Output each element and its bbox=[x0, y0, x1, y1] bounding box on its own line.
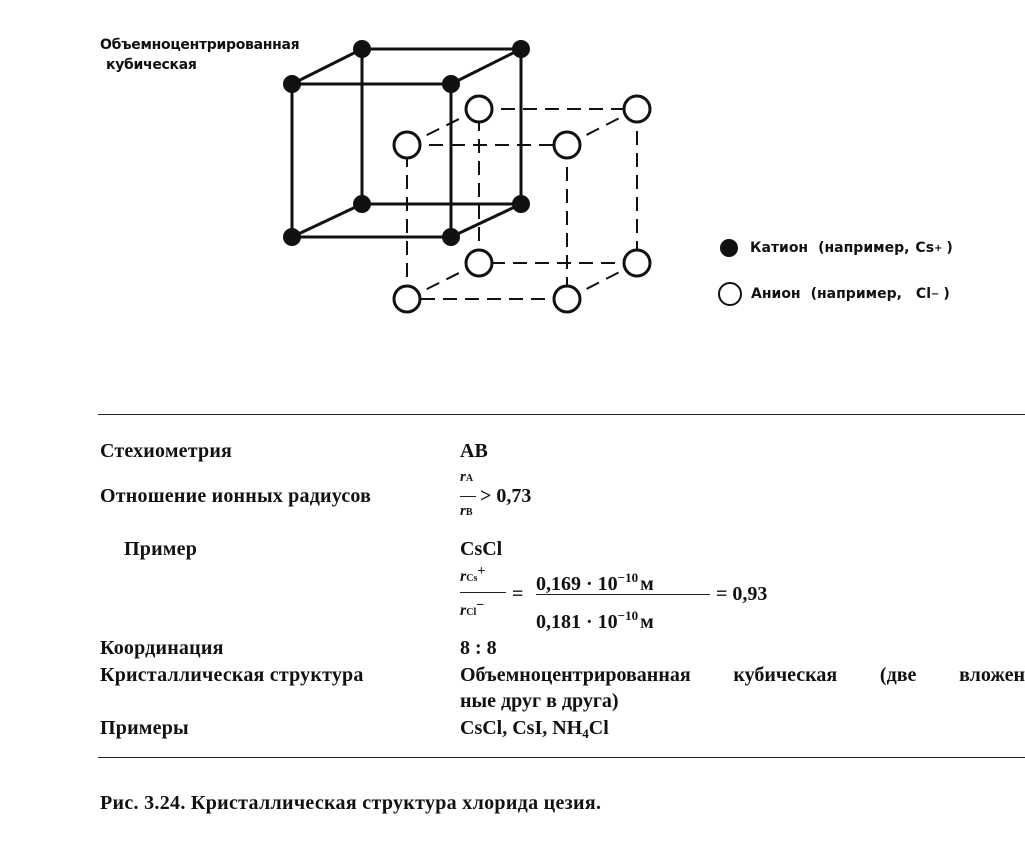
legend-anion-ion: Cl bbox=[915, 286, 931, 302]
anion-atom bbox=[392, 130, 422, 160]
rcl-subscript: Cl bbox=[466, 607, 477, 618]
anion-atom bbox=[392, 284, 422, 314]
coordination-value: 8 : 8 bbox=[460, 637, 497, 659]
ra-symbol: r bbox=[460, 469, 466, 485]
coordination-label: Координация bbox=[100, 637, 224, 659]
cation-marker-icon bbox=[720, 239, 738, 257]
stoichiometry-label: Стехиометрия bbox=[100, 440, 233, 462]
example-label: Пример bbox=[124, 538, 198, 560]
cation-atom bbox=[512, 195, 530, 213]
legend-anion: Анион (например, Cl− ) bbox=[718, 280, 950, 308]
crystal-structure-label: Кристаллическая структура bbox=[100, 664, 364, 686]
cl-radius-exp: −10 bbox=[617, 608, 639, 623]
rb-subscript: B bbox=[465, 507, 473, 518]
cation-atoms bbox=[283, 40, 530, 246]
cs-radius-main: 0,169 · 10 bbox=[536, 573, 618, 595]
cation-atom bbox=[512, 40, 530, 58]
cs-radius-exp: −10 bbox=[617, 570, 639, 585]
anion-atom bbox=[622, 248, 652, 278]
cl-radius-main: 0,181 · 10 bbox=[536, 611, 618, 633]
cation-atom bbox=[283, 75, 301, 93]
legend-cation-close: ) bbox=[946, 240, 953, 256]
anion-atom bbox=[464, 94, 494, 124]
cation-atom bbox=[353, 195, 371, 213]
rcs-superscript: + bbox=[477, 564, 486, 579]
cation-atom bbox=[283, 228, 301, 246]
cation-cube-edges bbox=[290, 47, 523, 239]
crystal-structure-diagram bbox=[283, 40, 652, 314]
crystal-structure-line1: Объемноцентрированная кубическая (две вл… bbox=[460, 663, 1025, 687]
examples-value: CsCl, CsI, NH4Cl bbox=[460, 716, 609, 746]
anion-marker-icon bbox=[718, 282, 742, 306]
anion-atom bbox=[552, 284, 582, 314]
legend-anion-label: Анион bbox=[751, 286, 801, 302]
ra-subscript: A bbox=[465, 473, 474, 484]
radius-ratio-label: Отношение ионных радиусов bbox=[100, 485, 372, 507]
crystal-word-3: (две bbox=[879, 664, 917, 686]
rcs-subscript: Cs bbox=[466, 573, 478, 584]
cl-radius-unit: м bbox=[640, 611, 654, 633]
radius-ratio-relation: > 0,73 bbox=[480, 485, 532, 507]
rb-symbol: r bbox=[460, 503, 466, 519]
structure-label-line2: кубическая bbox=[106, 57, 197, 73]
examples-subscript: 4 bbox=[582, 726, 589, 741]
radius-ratio-formula: rA rB > 0,73 bbox=[460, 468, 580, 528]
cs-cl-result: = 0,93 bbox=[716, 583, 768, 605]
rcl-superscript: − bbox=[476, 598, 485, 613]
cation-atom bbox=[442, 228, 460, 246]
crystal-word-2: кубическая bbox=[733, 664, 838, 686]
cation-atom bbox=[442, 75, 460, 93]
figure-caption: Рис. 3.24. Кристаллическая структура хло… bbox=[100, 792, 602, 814]
anion-atom bbox=[464, 248, 494, 278]
cs-radius-unit: м bbox=[640, 573, 654, 595]
cs-cl-equals: = bbox=[512, 583, 524, 605]
examples-part-a: CsCl, CsI, NH bbox=[460, 717, 583, 739]
legend-cation-charge: + bbox=[934, 242, 943, 254]
anion-atom bbox=[622, 94, 652, 124]
examples-part-b: Cl bbox=[588, 717, 609, 739]
crystal-word-4: вложен bbox=[959, 664, 1025, 686]
legend-anion-close: ) bbox=[943, 286, 950, 302]
rcs-symbol: r bbox=[460, 568, 467, 585]
legend-cation-example: (например, bbox=[818, 240, 910, 256]
legend-cation-label: Катион bbox=[750, 240, 809, 256]
stoichiometry-value: AB bbox=[460, 440, 488, 462]
rcl-symbol: r bbox=[460, 602, 467, 619]
legend-anion-charge: − bbox=[931, 288, 940, 300]
structure-label-line1: Объемноцентрированная bbox=[100, 37, 300, 53]
anion-atoms bbox=[392, 94, 652, 314]
examples-label: Примеры bbox=[100, 717, 189, 739]
table-top-rule bbox=[98, 414, 1025, 415]
legend-cation-ion: Cs bbox=[915, 240, 935, 256]
anion-atom bbox=[552, 130, 582, 160]
example-value: CsCl bbox=[460, 538, 503, 560]
legend-anion-example: (например, bbox=[810, 286, 902, 302]
crystal-word-1: Объемноцентрированная bbox=[460, 664, 691, 686]
table-bottom-rule bbox=[98, 757, 1025, 758]
legend-cation: Катион (например, Cs+ ) bbox=[720, 234, 953, 262]
structure-label: Объемноцентрированная кубическая bbox=[100, 35, 300, 75]
cation-atom bbox=[353, 40, 371, 58]
crystal-structure-line2: ные друг в друга) bbox=[460, 690, 619, 712]
